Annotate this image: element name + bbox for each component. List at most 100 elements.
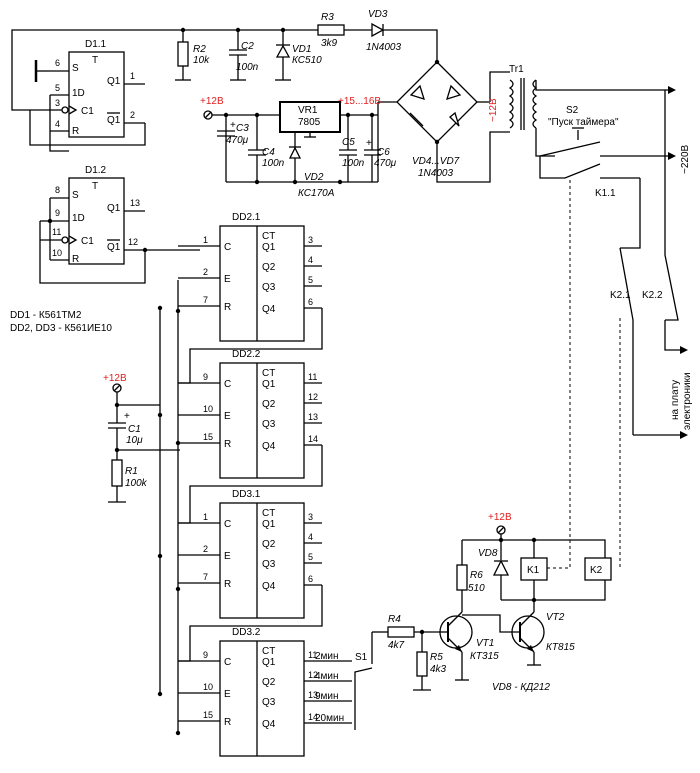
svg-text:1: 1: [203, 512, 208, 522]
c2-name: C2: [241, 41, 254, 52]
svg-text:2: 2: [203, 267, 208, 277]
capacitor-c6: + C6 470μ: [364, 115, 397, 182]
reset-network: +12В + C1 10μ R1 100k: [103, 373, 180, 503]
svg-text:Q1: Q1: [262, 657, 276, 668]
svg-text:1: 1: [130, 71, 135, 81]
plus12-relay-label: +12В: [488, 512, 512, 523]
c5-value: 100n: [342, 158, 365, 169]
svg-text:R: R: [224, 439, 231, 450]
c1-name: C1: [128, 424, 141, 435]
svg-text:3: 3: [55, 98, 60, 108]
svg-text:Q1: Q1: [107, 115, 121, 126]
svg-text:T: T: [92, 55, 98, 66]
svg-text:6: 6: [308, 574, 313, 584]
r6-name: R6: [470, 570, 483, 581]
plus12-reset-label: +12В: [103, 373, 127, 384]
svg-text:Q4: Q4: [262, 719, 276, 730]
svg-text:5: 5: [308, 552, 313, 562]
svg-text:Q3: Q3: [262, 559, 276, 570]
vd8-name: VD8: [478, 548, 498, 559]
svg-text:Q2: Q2: [262, 399, 276, 410]
svg-text:C1: C1: [81, 106, 94, 117]
r4-name: R4: [388, 614, 401, 625]
resistor-r4: R4 4k7: [372, 614, 440, 651]
vr1-value: 7805: [298, 117, 321, 128]
ic-note-dd1: DD1 - К561ТМ2: [10, 310, 82, 321]
r3-value: 3k9: [321, 38, 338, 49]
k1-name: K1: [527, 565, 540, 576]
relay-contacts-k2: K2.1 K2.2 на плату электроники: [610, 90, 693, 439]
plus12-regulator-label: +12В: [200, 96, 224, 107]
svg-text:T: T: [92, 181, 98, 192]
timer-tap-3: 9мин: [315, 691, 339, 702]
svg-text:CT: CT: [262, 231, 275, 242]
svg-text:13: 13: [130, 198, 140, 208]
r6-value: 510: [468, 583, 485, 594]
counter-dd3-1-name: DD3.1: [232, 489, 261, 500]
svg-text:Q3: Q3: [262, 419, 276, 430]
svg-text:9: 9: [203, 650, 208, 660]
r5-value: 4k3: [430, 664, 447, 675]
svg-text:+: +: [230, 120, 236, 131]
r2-value: 10k: [193, 55, 210, 66]
svg-text:+: +: [124, 411, 130, 422]
vd1-value: КС510: [292, 55, 322, 66]
svg-text:15: 15: [203, 432, 213, 442]
counter-dd2-2-name: DD2.2: [232, 349, 261, 360]
to-board-line1: на плату: [670, 380, 681, 420]
svg-text:14: 14: [308, 712, 318, 722]
flipflop-d1-1: D1.1 T S 1D C1 R Q1 Q1 6 5 3 4 1 2: [29, 39, 146, 152]
svg-text:Q1: Q1: [262, 242, 276, 253]
svg-text:C: C: [224, 379, 231, 390]
transformer-tr1: Tr1: [508, 64, 668, 157]
r5-name: R5: [430, 652, 443, 663]
k1-1-name: K1.1: [595, 188, 616, 199]
svg-text:Q4: Q4: [262, 581, 276, 592]
svg-text:E: E: [224, 551, 231, 562]
vd1-name: VD1: [292, 44, 311, 55]
c6-value: 470μ: [374, 158, 397, 169]
vt2-name: VT2: [546, 612, 565, 623]
svg-text:12: 12: [308, 392, 318, 402]
vr1-name: VR1: [298, 105, 318, 116]
svg-text:CT: CT: [262, 508, 275, 519]
svg-text:3: 3: [308, 235, 313, 245]
svg-text:C: C: [224, 657, 231, 668]
svg-text:15: 15: [203, 710, 213, 720]
switch-s2[interactable]: S2 "Пуск таймера": [539, 105, 668, 157]
svg-text:C1: C1: [81, 236, 94, 247]
c1-value: 10μ: [126, 435, 143, 446]
ic-note-dd2-dd3: DD2, DD3 - К561ИЕ10: [10, 323, 112, 334]
resistor-r2: R2 10k: [175, 30, 210, 81]
switch-s1[interactable]: S1: [354, 632, 373, 730]
regulator-section: +12В +15...16В: [200, 96, 381, 185]
svg-text:S: S: [72, 63, 79, 74]
svg-text:1D: 1D: [72, 88, 85, 99]
timer-tap-4: 20мин: [315, 713, 344, 724]
svg-text:E: E: [224, 274, 231, 285]
svg-text:5: 5: [308, 275, 313, 285]
svg-text:E: E: [224, 689, 231, 700]
capacitor-c5: C5 100n: [339, 115, 365, 182]
zener-vd1: VD1 КС510: [275, 30, 322, 81]
resistor-r5: R5 4k3: [413, 632, 447, 691]
ac12-label: ~12В: [488, 98, 499, 122]
mains-input: ~220В: [668, 86, 691, 174]
timer-tap-1: 2мин: [315, 651, 339, 662]
svg-text:8: 8: [55, 185, 60, 195]
svg-text:Q3: Q3: [262, 697, 276, 708]
svg-text:Q4: Q4: [262, 304, 276, 315]
c5-name: C5: [342, 137, 355, 148]
svg-text:11: 11: [308, 650, 317, 660]
vd3-value: 1N4003: [366, 42, 401, 53]
svg-text:9: 9: [55, 208, 60, 218]
svg-text:Q2: Q2: [262, 677, 276, 688]
svg-text:Q3: Q3: [262, 282, 276, 293]
svg-text:14: 14: [308, 434, 318, 444]
svg-text:3: 3: [308, 512, 313, 522]
relay-coils: +12В VD8 K1 K2 VD8 - КД212: [462, 512, 612, 693]
svg-text:10: 10: [52, 248, 62, 258]
